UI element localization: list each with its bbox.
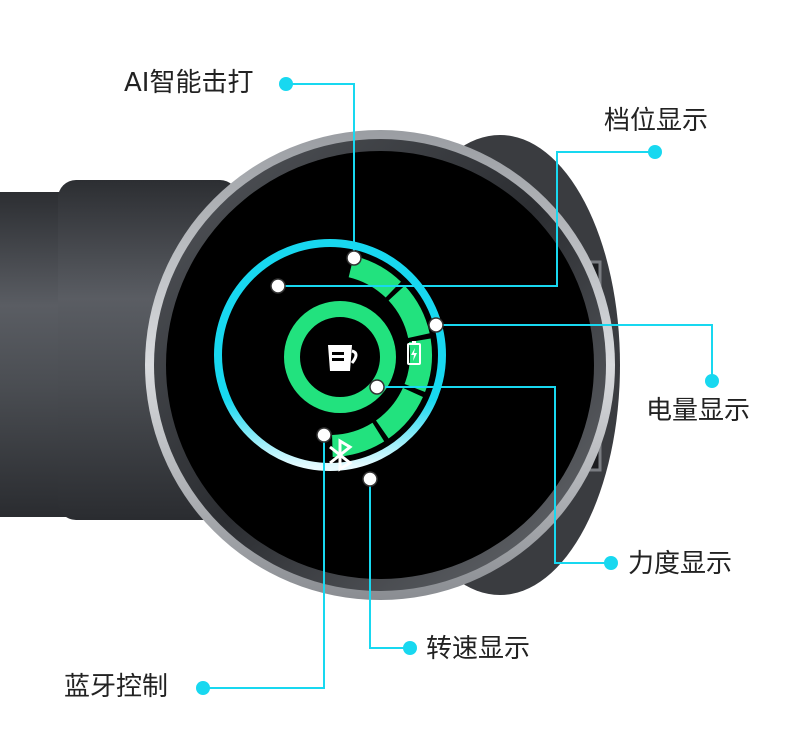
outer-ring <box>214 239 446 471</box>
label-ai-strike: AI智能击打 <box>124 68 254 98</box>
label-bluetooth-control: 蓝牙控制 <box>64 672 169 702</box>
leader-dots <box>196 77 719 695</box>
bluetooth-icon <box>329 438 353 472</box>
label-gear-display: 档位显示 <box>604 106 709 136</box>
cup-icon <box>328 345 358 371</box>
label-force-display: 力度显示 <box>628 549 733 579</box>
gear-segment <box>388 285 430 338</box>
battery-icon <box>407 341 421 365</box>
gear-segment <box>376 387 423 439</box>
gear-segment <box>348 255 401 298</box>
inner-ring <box>284 301 396 413</box>
label-speed-display: 转速显示 <box>426 634 531 664</box>
label-battery-display: 电量显示 <box>646 396 751 426</box>
gear-segments <box>332 255 432 457</box>
gear-segment <box>404 338 432 393</box>
gear-segment <box>332 422 385 457</box>
leader-lines <box>203 83 713 689</box>
anchor-dots <box>270 250 444 487</box>
